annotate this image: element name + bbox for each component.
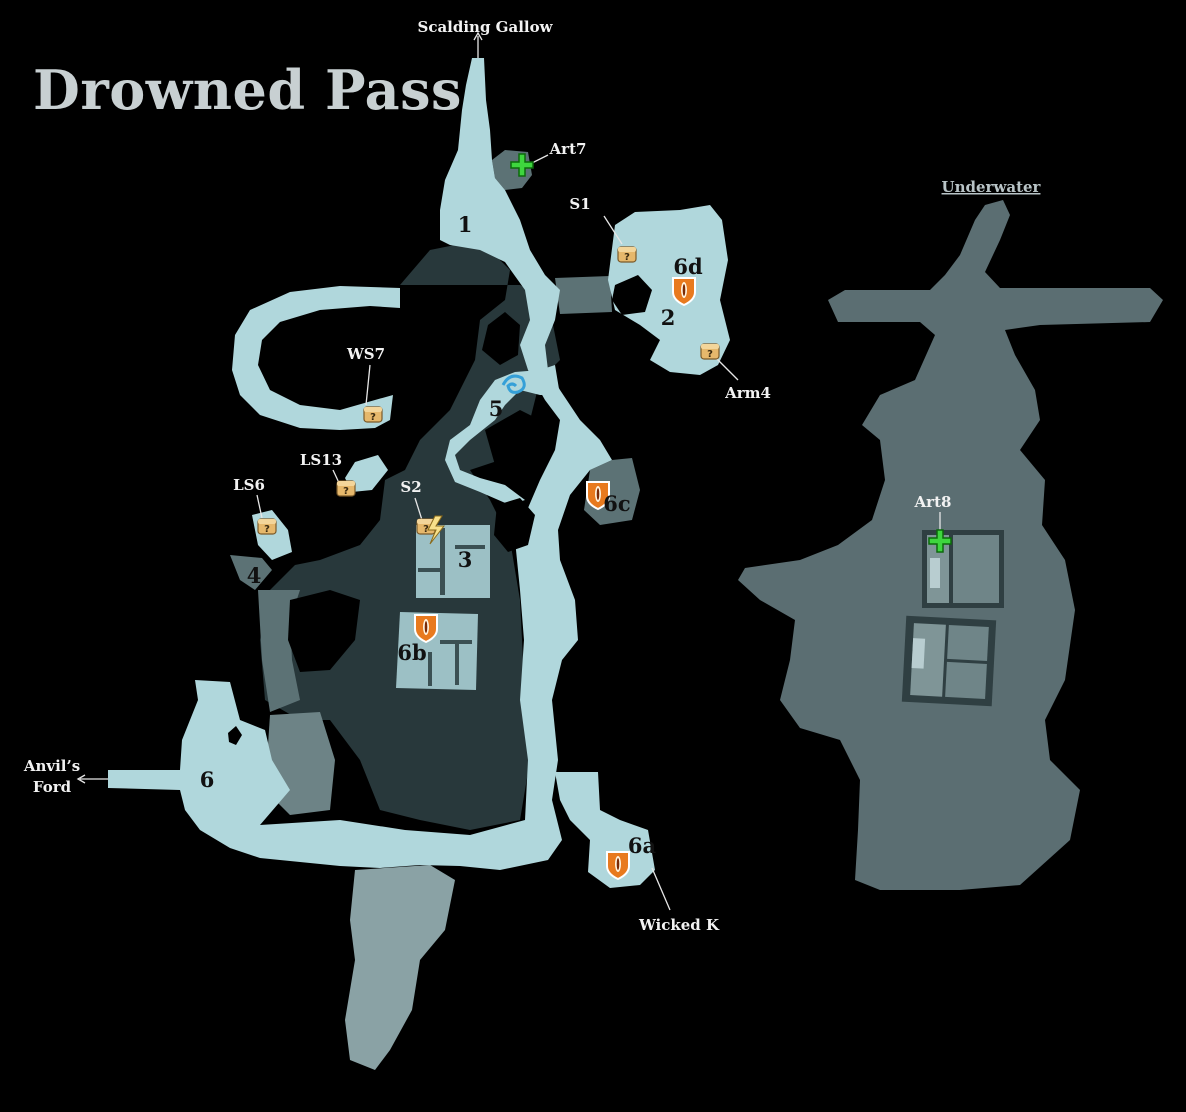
lightning-icon [427, 515, 446, 545]
area-number-2: 2 [661, 305, 676, 330]
area-2-room [608, 205, 730, 375]
sub-area-6a: 6a [628, 833, 657, 858]
orange-shield-eye-icon[interactable] [414, 614, 438, 643]
marker-label-ls13: LS13 [300, 451, 342, 469]
orange-shield-eye-icon[interactable] [606, 851, 630, 880]
marker-label-ls6: LS6 [233, 476, 265, 494]
passage-east [555, 276, 612, 314]
area-number-4: 4 [247, 563, 262, 588]
mid-ground-south [345, 865, 455, 1070]
question-chest-icon[interactable] [617, 246, 637, 264]
exit-label-west: Ford [33, 778, 72, 796]
question-chest-icon[interactable] [700, 343, 720, 361]
marker-label-arm4: Arm4 [724, 384, 771, 402]
marker-label-s1: S1 [569, 195, 590, 213]
underwater-building [901, 530, 1004, 707]
marker-label-s2: S2 [400, 478, 421, 496]
marker-label-art7: Art7 [549, 140, 587, 158]
blue-swirl-icon[interactable] [501, 374, 526, 394]
question-chest-icon[interactable] [363, 406, 383, 424]
area-3-room [416, 525, 490, 598]
marker-label-ws7: WS7 [346, 345, 385, 363]
exit-label-north: Scalding Gallow [417, 18, 553, 36]
sub-area-6b: 6b [397, 640, 426, 665]
map-icons [257, 153, 952, 880]
north-corridor [108, 58, 612, 870]
room-walls [418, 528, 485, 686]
page-title: Drowned Pass [33, 58, 462, 122]
question-chest-icon[interactable] [257, 518, 277, 536]
orange-shield-eye-icon[interactable] [672, 277, 696, 306]
marker-label-wicked-k: Wicked K [638, 916, 720, 934]
ws7-loop [232, 286, 400, 430]
area-number-6: 6 [200, 767, 215, 792]
underwater-label: Underwater [942, 178, 1042, 196]
underwater-map [738, 200, 1163, 890]
area-number-1: 1 [458, 212, 473, 237]
dark-ground [260, 240, 560, 830]
dark-pits [228, 275, 652, 745]
map-labels: Scalding Gallow Anvil’s Ford Underwater … [23, 18, 1042, 934]
west-rock-edge [230, 555, 272, 590]
sub-area-6d: 6d [673, 254, 703, 279]
inner-loop-5 [445, 365, 560, 505]
area-number-5: 5 [489, 396, 504, 421]
question-chest-icon[interactable] [336, 480, 356, 498]
marker-label-art8: Art8 [914, 493, 952, 511]
drowned-pass-map [108, 58, 730, 1070]
sub-area-6c: 6c [603, 491, 630, 516]
area-number-3: 3 [458, 547, 473, 572]
exit-label-west: Anvil’s [23, 757, 80, 775]
ls6-spur [252, 510, 292, 560]
ls13-spur [345, 455, 388, 492]
area-6a-room [555, 772, 655, 888]
